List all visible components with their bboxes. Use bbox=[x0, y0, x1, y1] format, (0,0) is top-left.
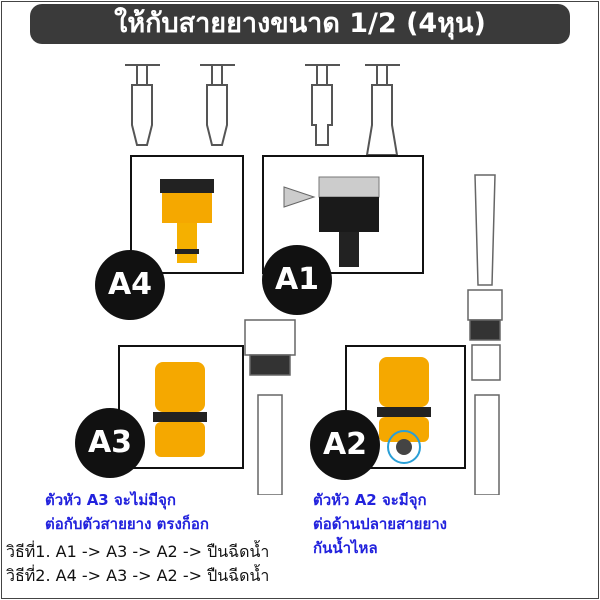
step-2: วิธีที่2. A4 -> A3 -> A2 -> ปืนฉีดน้ำ bbox=[6, 566, 270, 585]
label-a2: A2 bbox=[310, 410, 380, 480]
faucet-icon bbox=[365, 64, 400, 156]
label-a4: A4 bbox=[95, 250, 165, 320]
step-1: วิธีที่1. A1 -> A3 -> A2 -> ปืนฉีดน้ำ bbox=[6, 542, 270, 561]
assembly-steps: วิธีที่1. A1 -> A3 -> A2 -> ปืนฉีดน้ำ วิ… bbox=[6, 540, 269, 588]
label-a1: A1 bbox=[262, 245, 332, 315]
note-a3-line1: ตัวหัว A3 จะไม่มีจุก bbox=[45, 491, 177, 509]
product-box-a4 bbox=[130, 155, 244, 274]
note-a2-line2: ต่อด้านปลายสายยาง bbox=[313, 515, 447, 533]
note-a2-line1: ตัวหัว A2 จะมีจุก bbox=[313, 491, 427, 509]
faucet-icon bbox=[125, 64, 160, 146]
faucet-icon bbox=[305, 64, 340, 146]
label-a3: A3 bbox=[75, 408, 145, 478]
faucet-icon bbox=[200, 64, 235, 146]
assembly-diagram bbox=[244, 174, 503, 495]
note-a3: ตัวหัว A3 จะไม่มีจุก ต่อกับตัวสายยาง ตรง… bbox=[45, 488, 209, 536]
hose-connector-a3-image bbox=[153, 362, 207, 457]
faucet-adapter-a1-image bbox=[283, 176, 380, 267]
note-a3-line2: ต่อกับตัวสายยาง ตรงก็อก bbox=[45, 515, 209, 533]
product-box-a1 bbox=[262, 155, 424, 274]
note-a2: ตัวหัว A2 จะมีจุก ต่อด้านปลายสายยาง กันน… bbox=[313, 488, 447, 560]
note-a2-line3: กันน้ำไหล bbox=[313, 539, 378, 557]
title-banner: ให้กับสายยางขนาด 1/2 (4หุน) bbox=[30, 4, 570, 44]
faucet-illustrations bbox=[125, 64, 400, 156]
hose-connector-a2-image bbox=[377, 357, 431, 464]
faucet-adapter-a4-image bbox=[160, 179, 214, 263]
